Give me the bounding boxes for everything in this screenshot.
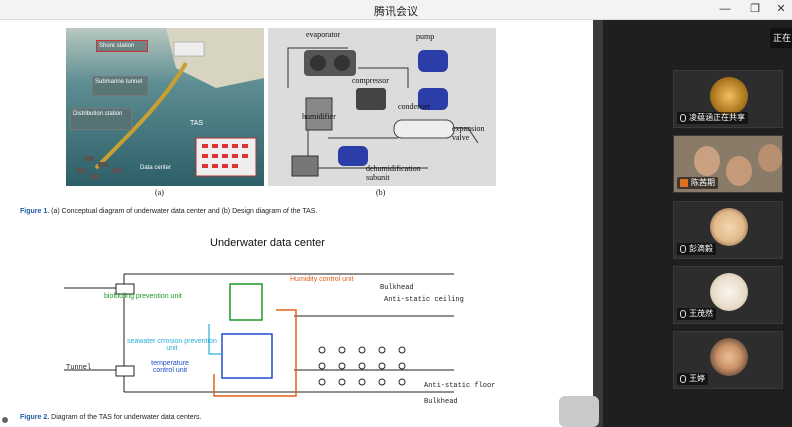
participant-tile[interactable]: 彭滴毅 [673,201,783,259]
label-b: (b) [376,188,386,197]
mic-icon [680,245,686,253]
shared-screen: Shore station Submarine tunnel Distribut… [0,20,603,427]
avatar [710,273,748,311]
user-icon [680,179,688,187]
figure2-caption: Figure 2. Diagram of the TAS for underwa… [20,414,201,421]
participant-name: 陈茜期 [691,178,715,187]
label-tunnel: Tunnel [66,364,92,372]
label-bulkhead-top: Bulkhead [380,284,414,292]
label-biofouling: biofouling prevention unit [104,293,182,300]
figure1a-image [66,28,264,186]
label-temperature: temperature control unit [151,360,189,374]
figure1-caption-prefix: Figure 1. [20,208,50,215]
figure2-title: Underwater data center [210,237,325,249]
label-distribution-station: Distribution station [70,108,132,130]
close-button[interactable]: ✕ [776,3,786,15]
window-title: 腾讯会议 [374,6,418,18]
figure1-caption-text: (a) Conceptual diagram of underwater dat… [49,208,318,215]
participant-tile[interactable]: 王婷 [673,331,783,389]
label-compressor: compressor [352,76,389,85]
label-humidity: Humidity control unit [290,276,354,283]
label-condenser: condenser [398,102,431,111]
participant-tile[interactable]: 凌蕴涵正在共享 [673,70,783,128]
mic-icon [680,375,686,383]
participant-name: 彭滴毅 [689,244,713,253]
figure2-caption-text: Diagram of the TAS for underwater data c… [49,414,202,421]
mic-icon [680,310,686,318]
label-dehumidification: dehumidification subunit [366,164,421,182]
label-seawater: seawater crrosion prevention unit [127,338,217,352]
floating-control-button[interactable] [559,396,599,427]
participant-name: 王婷 [689,374,705,383]
participant-tile[interactable]: 王茂然 [673,266,783,324]
panel-divider[interactable] [593,20,603,427]
label-submarine-tunnel: Submarine tunnel [92,76,148,96]
label-anti-static-ceiling: Anti-static ceiling [384,296,464,304]
figure2-caption-prefix: Figure 2. [20,414,50,421]
label-humidifier: humidifier [302,112,336,121]
page-dot [2,417,8,423]
minimize-button[interactable]: — [719,3,731,15]
participant-tile[interactable]: 陈茜期 [673,135,783,193]
video-person [726,156,752,186]
avatar [710,338,748,376]
avatar [710,208,748,246]
sharing-tag: 正在 [770,28,792,48]
label-bulkhead-bottom: Bulkhead [424,398,458,406]
figure2-diagram [64,273,454,397]
maximize-button[interactable]: ❐ [750,3,760,15]
label-a: (a) [155,188,164,197]
avatar [710,77,748,115]
video-person [758,144,782,172]
label-expansion-valve: expansion valve [452,124,485,142]
mic-icon [680,114,686,122]
label-tas: TAS [190,120,204,127]
label-data-center: Data center [140,165,172,171]
label-pump: pump [416,32,435,41]
label-evaporator: evaporator [306,30,341,39]
figure1-caption: Figure 1. (a) Conceptual diagram of unde… [20,208,317,215]
video-person [694,146,720,176]
figure1b-image [268,28,496,186]
window-titlebar: 腾讯会议 — ❐ ✕ [0,0,792,20]
participant-name: 王茂然 [689,309,713,318]
label-shore-station: Shore station [96,40,148,52]
label-anti-static-floor: Anti-static floor [424,382,496,390]
participant-name: 凌蕴涵正在共享 [689,113,745,122]
